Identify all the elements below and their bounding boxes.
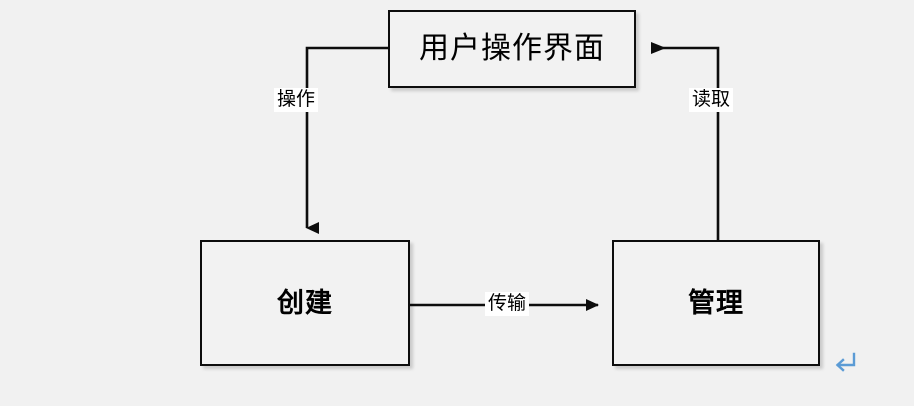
node-create[interactable]: 创建: [200, 240, 410, 366]
node-label: 管理: [688, 287, 744, 319]
node-label: 用户操作界面: [419, 31, 605, 66]
edge-label-operate: 操作: [274, 88, 319, 112]
return-icon: [835, 352, 856, 372]
node-manage[interactable]: 管理: [612, 240, 820, 366]
node-label: 创建: [277, 287, 333, 319]
edge-label-read: 读取: [689, 88, 734, 112]
edge-read: [651, 42, 720, 240]
edge-operate: [305, 46, 388, 234]
edge-label-transmit: 传输: [485, 292, 530, 316]
node-user-operation-interface[interactable]: 用户操作界面: [388, 10, 636, 88]
